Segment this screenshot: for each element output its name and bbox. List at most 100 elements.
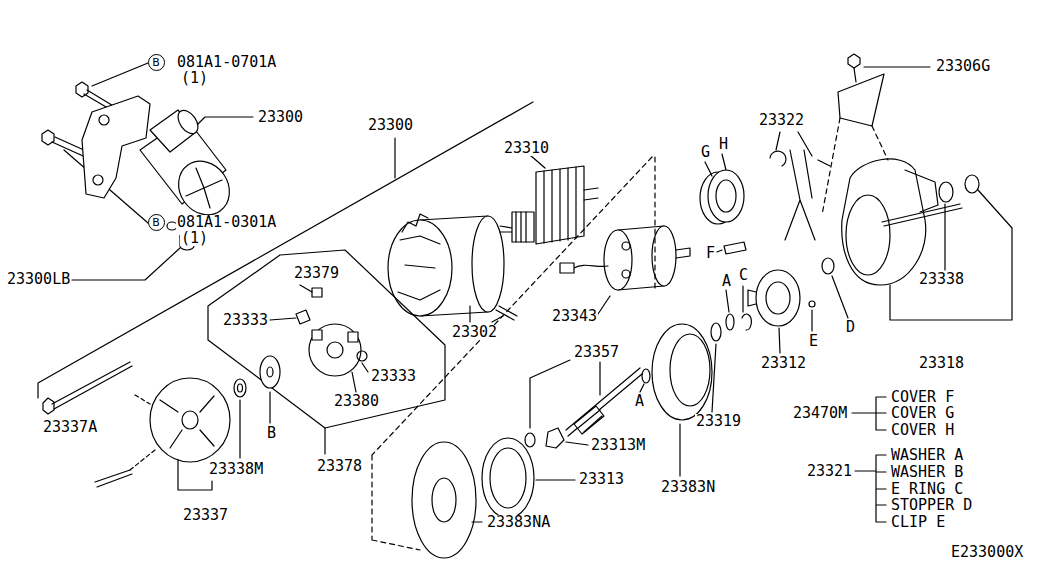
part-label: 23383N (660, 480, 716, 495)
part-label: B (266, 426, 277, 441)
part-label: E RING C (890, 482, 964, 497)
part-label: 23300LB (6, 272, 71, 287)
leader-line (598, 296, 610, 314)
part-label: 23343 (551, 309, 598, 324)
part-label: 23333 (370, 369, 417, 384)
part-label: D (845, 320, 856, 335)
part-label: 23338 (918, 272, 965, 287)
group-outline (208, 250, 445, 428)
part-label: 23322 (758, 113, 805, 128)
node-text: B (152, 57, 160, 68)
brush-holder (296, 288, 367, 376)
armature (500, 166, 598, 244)
part-label: F (705, 246, 716, 261)
washer (260, 356, 280, 388)
part-label: 23302 (451, 325, 498, 340)
part-label: 23378 (316, 459, 363, 474)
leader-line (679, 424, 680, 476)
part-label: 081A1-0701A (176, 55, 277, 70)
dashed-line (822, 118, 888, 215)
leader-line (530, 155, 545, 168)
part-label: 23318 (918, 356, 965, 371)
leader-line (712, 344, 716, 412)
leader-line (779, 328, 780, 353)
part-label: 23312 (760, 356, 807, 371)
circled-letter: B (148, 214, 165, 231)
cover (724, 242, 746, 254)
bushing (234, 379, 246, 397)
part-label: COVER G (890, 406, 955, 421)
shield-disc (412, 442, 476, 558)
bracket (852, 397, 886, 430)
circled-letter: B (148, 54, 165, 71)
part-label: (1) (180, 71, 209, 86)
leader-line (776, 132, 812, 156)
part-label: 23379 (293, 266, 340, 281)
group-line (38, 102, 533, 398)
leader-line (470, 306, 503, 322)
shift-lever (770, 150, 830, 240)
starter-assembly (82, 96, 240, 225)
part-label: 23313 (578, 472, 625, 487)
part-label: G (700, 145, 711, 160)
leader-line (72, 248, 180, 280)
part-label: 23357 (573, 345, 620, 360)
pinion (748, 270, 800, 326)
part-label: COVER F (890, 390, 955, 405)
part-label: 23333 (222, 313, 269, 328)
part-label: STOPPER D (890, 498, 973, 513)
leader-line (530, 360, 600, 445)
part-label: A (721, 274, 732, 289)
leader-line (178, 392, 270, 490)
pinion-housing (652, 324, 712, 420)
front-housing (842, 159, 979, 285)
leader-line (726, 286, 743, 312)
leader-line (536, 479, 575, 480)
part-label: 23306G (935, 59, 991, 74)
solenoid (560, 226, 690, 290)
leader-line (472, 521, 482, 522)
leader-line (864, 66, 930, 67)
part-label: COVER H (890, 423, 955, 438)
screw-plate (838, 54, 884, 126)
shaft (525, 368, 642, 448)
part-label: (1) (180, 231, 209, 246)
stopper (822, 258, 834, 274)
washer (642, 369, 650, 383)
part-label: 23337 (182, 508, 229, 523)
washer (726, 314, 734, 330)
leader-line (324, 428, 325, 454)
part-label: 23321 (806, 464, 853, 479)
bracket (855, 455, 886, 522)
part-label: E233000X (950, 545, 1024, 560)
part-label: 23380 (333, 394, 380, 409)
part-label: C (738, 268, 749, 283)
clip (809, 301, 815, 307)
through-bolt (43, 362, 132, 414)
part-label: 23470M (792, 406, 848, 421)
part-label: 23300 (257, 110, 304, 125)
part-label: H (718, 137, 729, 152)
leader-line (811, 310, 812, 331)
washer (711, 323, 721, 341)
cover (700, 170, 744, 224)
leader-line (192, 117, 253, 130)
leader-line (92, 63, 148, 86)
part-label: 23319 (695, 414, 742, 429)
part-label: CLIP E (890, 515, 946, 530)
part-label: A (634, 394, 645, 409)
part-label: 23338M (208, 462, 264, 477)
leader-line (394, 138, 395, 178)
part-label: E (808, 334, 819, 349)
gear-ring (482, 438, 534, 518)
part-label: 23310 (503, 141, 550, 156)
part-label: 081A1-0301A (176, 215, 277, 230)
part-label: WASHER B (890, 465, 964, 480)
leader-line (890, 190, 1012, 320)
part-label: WASHER A (890, 448, 964, 463)
leader-line (640, 384, 644, 392)
leader-line (270, 285, 368, 392)
part-label: 23337A (42, 420, 98, 435)
part-label: 23300 (367, 118, 414, 133)
